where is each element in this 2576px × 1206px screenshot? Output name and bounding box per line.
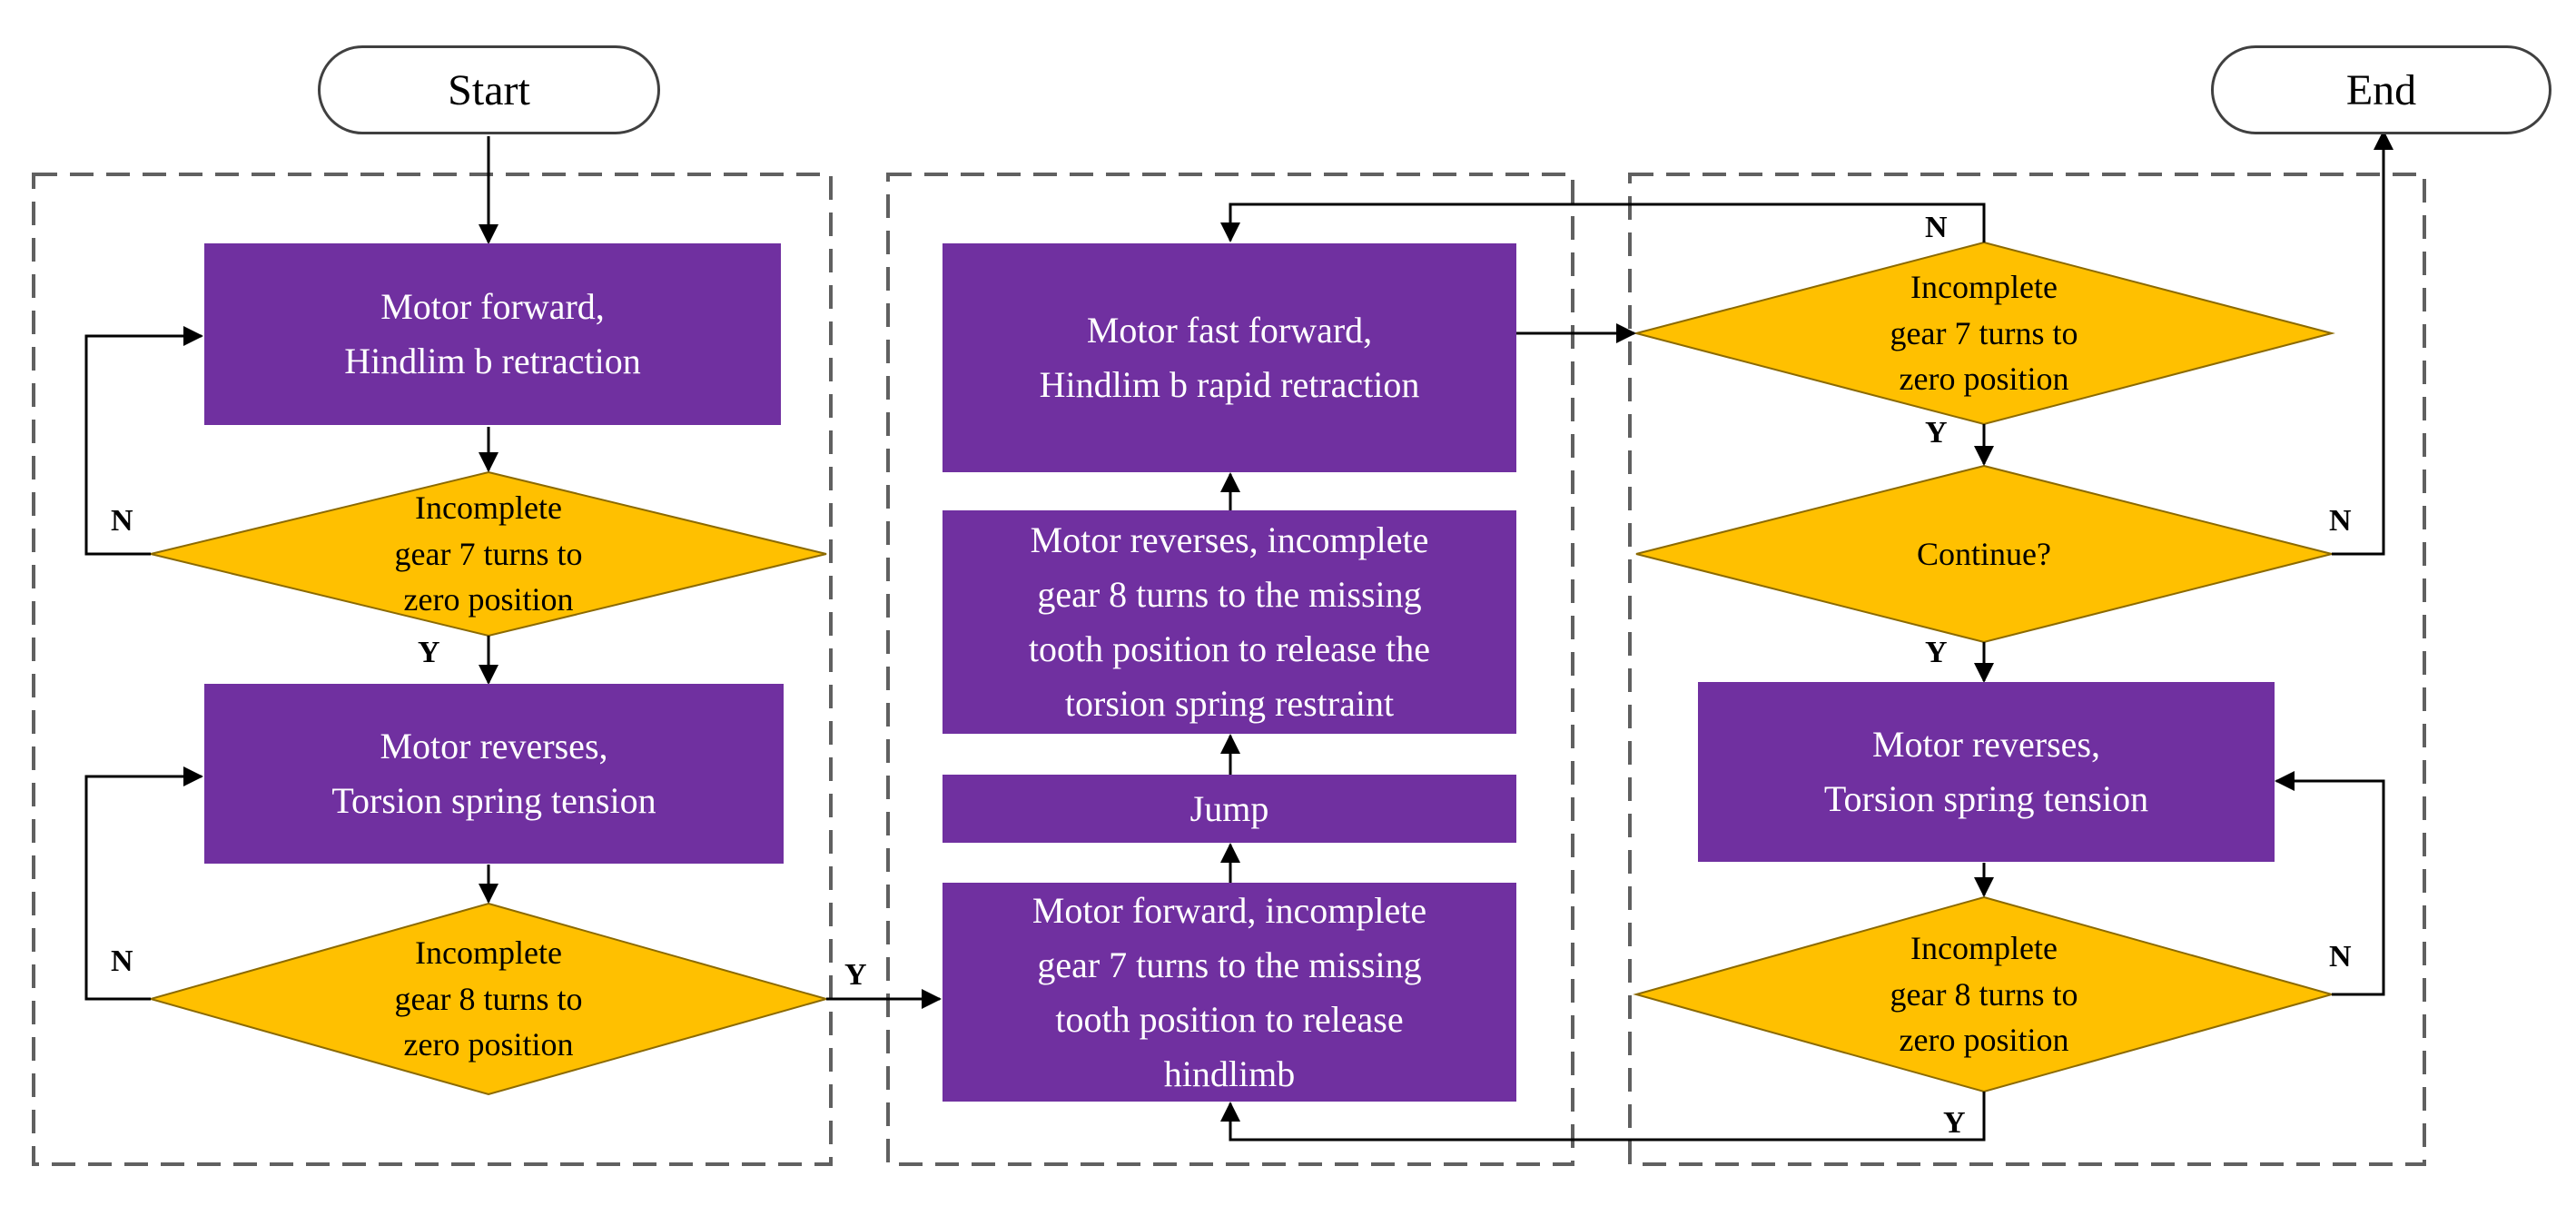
node-text-line: zero position: [1899, 361, 2069, 398]
label-left-d2-no: N: [111, 944, 133, 978]
node-text: Motor reverses, Torsion spring tension: [1824, 717, 2148, 826]
node-text-line: zero position: [1899, 1022, 2069, 1059]
node-text-line: Motor reverses,: [1871, 724, 2101, 765]
node-text-line: gear 7 turns to the missing: [1037, 944, 1422, 985]
node-text: Motor fast forward, Hindlim b rapid retra…: [1040, 303, 1420, 412]
process-motor-forward-release-hindlimb: Motor forward, incomplete gear 7 turns to…: [943, 883, 1516, 1102]
decision-left-gear8-text: Incomplete gear 8 turns to zero position: [325, 926, 652, 1072]
process-right-motor-reverses: Motor reverses, Torsion spring tension: [1698, 682, 2275, 862]
node-text-line: Motor forward, incomplete: [1031, 889, 1427, 931]
node-text-line: Hindlim b retraction: [344, 341, 641, 381]
node-text-line: Hindlim b rapid retraction: [1039, 364, 1420, 405]
decision-continue-text: Continue?: [1821, 518, 2147, 590]
node-text: Motor reverses, incomplete gear 8 turns t…: [1029, 513, 1430, 731]
label-left-d2-yes: Y: [844, 958, 867, 992]
process-left-motor-forward: Motor forward, Hindlim b retraction: [204, 243, 781, 425]
node-text-line: zero position: [403, 1026, 574, 1063]
decision-right-gear8-text: Incomplete gear 8 turns to zero position: [1821, 922, 2147, 1067]
group-right: [1628, 173, 2426, 1166]
node-text-line: Motor fast forward,: [1086, 310, 1373, 351]
node-text: Motor forward, Hindlim b retraction: [344, 280, 641, 389]
node-text-line: torsion spring restraint: [1064, 683, 1395, 724]
node-text-line: tooth position to release the: [1028, 628, 1431, 669]
start-terminal: Start: [318, 45, 660, 134]
node-text: Motor reverses, Torsion spring tension: [331, 719, 656, 828]
node-text-line: Motor forward,: [380, 286, 605, 327]
node-text-line: Torsion spring tension: [331, 780, 656, 821]
label-right-d1-yes: Y: [1925, 416, 1948, 450]
node-text: Incomplete gear 8 turns to zero position: [395, 930, 583, 1067]
group-middle: [886, 173, 1574, 1166]
arrow-continue-no-to-end: [2332, 130, 2393, 556]
loop-left-d2-no: [84, 766, 203, 1001]
label-right-d2-yes: Y: [1943, 1106, 1966, 1140]
node-text-line: Torsion spring tension: [1823, 778, 2149, 819]
loop-left-d1-no: [84, 326, 203, 556]
arrow-right-d2-yes-to-forward: [1220, 1092, 1986, 1142]
node-text-line: Incomplete: [1910, 269, 2058, 306]
node-text-line: gear 8 turns to: [1890, 975, 2078, 1013]
node-text: Motor forward, incomplete gear 7 turns to…: [1032, 884, 1426, 1102]
process-release-torsion-spring: Motor reverses, incomplete gear 8 turns t…: [943, 510, 1516, 734]
node-text-line: gear 8 turns to the missing: [1037, 574, 1422, 615]
decision-left-gear7-text: Incomplete gear 7 turns to zero position: [325, 481, 652, 627]
label-left-d1-no: N: [111, 504, 133, 538]
node-text-line: Incomplete: [415, 934, 562, 972]
node-text-line: gear 8 turns to: [394, 980, 583, 1017]
node-text-line: Incomplete: [415, 489, 562, 527]
process-left-motor-reverses: Motor reverses, Torsion spring tension: [204, 684, 784, 864]
label-continue-yes: Y: [1925, 636, 1948, 669]
loop-right-d1-no: [1220, 203, 1986, 242]
node-text-line: gear 7 turns to: [394, 535, 583, 572]
group-left: [32, 173, 833, 1166]
node-text-line: gear 7 turns to: [1890, 314, 2078, 351]
node-text: Continue?: [1917, 531, 2051, 577]
process-motor-fast-forward: Motor fast forward, Hindlim b rapid retra…: [943, 243, 1516, 472]
label-right-d2-no: N: [2329, 940, 2352, 974]
node-text-line: hindlimb: [1163, 1053, 1296, 1094]
label-left-d1-yes: Y: [418, 636, 440, 669]
loop-right-d2-no: [2275, 771, 2385, 996]
decision-left-gear8: [147, 902, 830, 1096]
node-text-line: zero position: [403, 581, 574, 618]
node-text-line: tooth position to release: [1055, 998, 1404, 1040]
node-text-line: Incomplete: [1910, 930, 2058, 967]
node-text-line: Motor reverses,: [380, 726, 608, 766]
process-jump: Jump: [943, 775, 1516, 843]
node-text: Incomplete gear 8 turns to zero position: [1890, 925, 2078, 1063]
node-text-line: Jump: [1189, 787, 1269, 829]
node-text: Incomplete gear 7 turns to zero position: [1890, 264, 2078, 401]
label-right-d1-no: N: [1925, 211, 1948, 244]
end-terminal: End: [2211, 45, 2551, 134]
label-continue-no: N: [2329, 504, 2352, 538]
node-text-line: Continue?: [1917, 535, 2051, 572]
node-text: Incomplete gear 7 turns to zero position: [395, 485, 583, 622]
node-text-line: Motor reverses, incomplete: [1030, 519, 1429, 560]
connectors: [84, 130, 2393, 1142]
node-text: Jump: [1190, 782, 1269, 836]
decision-right-gear7-text: Incomplete gear 7 turns to zero position: [1821, 261, 2147, 406]
